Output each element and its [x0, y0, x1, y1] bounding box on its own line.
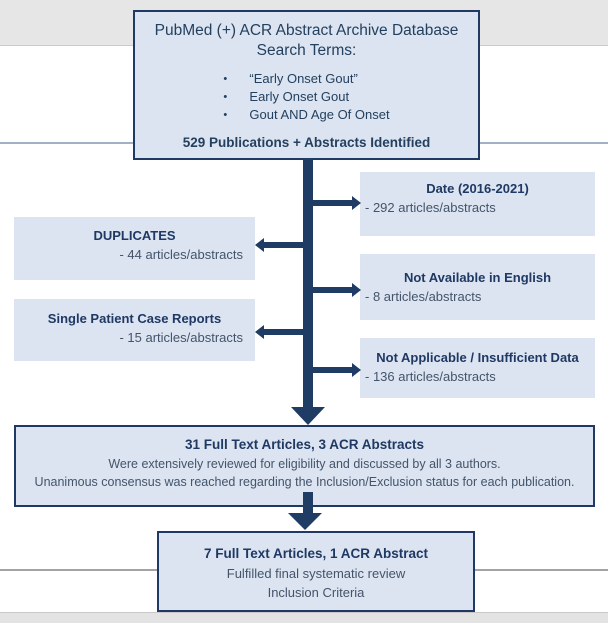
final-flow-arrow-line: [303, 492, 313, 513]
exclusion-count: - 292 articles/abstracts: [365, 200, 496, 215]
search-term-item: • “Early Onset Gout”: [223, 70, 389, 88]
exclusion-title: Date (2016-2021): [426, 181, 529, 196]
review-box: 31 Full Text Articles, 3 ACR Abstracts W…: [14, 425, 595, 507]
branch-arrow-case-reports-line: [264, 329, 308, 335]
exclusion-title: DUPLICATES: [93, 228, 176, 243]
search-term-item: • Gout AND Age Of Onset: [223, 106, 389, 124]
exclusion-count: - 8 articles/abstracts: [365, 289, 482, 304]
branch-arrow-english-head-icon: [352, 283, 361, 297]
search-term-text: Early Onset Gout: [249, 89, 350, 104]
exclusion-count: - 44 articles/abstracts: [119, 247, 243, 262]
search-term-text: Gout AND Age Of Onset: [249, 107, 390, 122]
main-flow-arrow-line: [303, 158, 313, 407]
branch-arrow-duplicates-line: [264, 242, 308, 248]
branch-arrow-english-line: [308, 287, 352, 293]
bullet-icon: •: [223, 73, 228, 85]
exclusion-box-date: Date (2016-2021) - 292 articles/abstract…: [360, 172, 595, 236]
search-terms-list: • “Early Onset Gout” • Early Onset Gout …: [223, 70, 389, 124]
search-term-text: “Early Onset Gout”: [249, 71, 358, 86]
exclusion-title: Not Applicable / Insufficient Data: [376, 350, 579, 365]
bullet-icon: •: [223, 91, 228, 103]
review-line2: Were extensively reviewed for eligibilit…: [108, 457, 501, 471]
final-flow-arrowhead-icon: [288, 513, 322, 530]
final-line2: Fulfilled final systematic review: [226, 566, 406, 581]
exclusion-count: - 136 articles/abstracts: [365, 369, 496, 384]
branch-arrow-insufficient-data-head-icon: [352, 363, 361, 377]
review-line3: Unanimous consensus was reached regardin…: [34, 475, 575, 489]
exclusion-box-english: Not Available in English - 8 articles/ab…: [360, 254, 595, 320]
source-title-line2: Search Terms:: [256, 42, 357, 59]
exclusion-title: Not Available in English: [403, 270, 552, 285]
bullet-icon: •: [223, 109, 228, 121]
viewer-bottom-band: [0, 612, 608, 623]
identified-count: 529 Publications + Abstracts Identified: [182, 135, 431, 150]
exclusion-box-duplicates: DUPLICATES - 44 articles/abstracts: [14, 217, 255, 280]
branch-arrow-insufficient-data-line: [308, 367, 352, 373]
final-inclusion-box: 7 Full Text Articles, 1 ACR Abstract Ful…: [157, 531, 475, 612]
branch-arrow-date-head-icon: [352, 196, 361, 210]
source-box: PubMed (+) ACR Abstract Archive Database…: [133, 10, 480, 160]
main-flow-arrowhead-icon: [291, 407, 325, 425]
branch-arrow-case-reports-head-icon: [255, 325, 264, 339]
exclusion-box-insufficient-data: Not Applicable / Insufficient Data - 136…: [360, 338, 595, 398]
branch-arrow-duplicates-head-icon: [255, 238, 264, 252]
search-term-item: • Early Onset Gout: [223, 88, 389, 106]
final-title: 7 Full Text Articles, 1 ACR Abstract: [203, 546, 429, 561]
exclusion-box-case-reports: Single Patient Case Reports - 15 article…: [14, 299, 255, 361]
source-title-line1: PubMed (+) ACR Abstract Archive Database: [154, 22, 459, 39]
review-title: 31 Full Text Articles, 3 ACR Abstracts: [184, 437, 425, 452]
exclusion-count: - 15 articles/abstracts: [119, 330, 243, 345]
branch-arrow-date-line: [308, 200, 352, 206]
final-line3: Inclusion Criteria: [267, 585, 365, 600]
exclusion-title: Single Patient Case Reports: [47, 311, 222, 326]
